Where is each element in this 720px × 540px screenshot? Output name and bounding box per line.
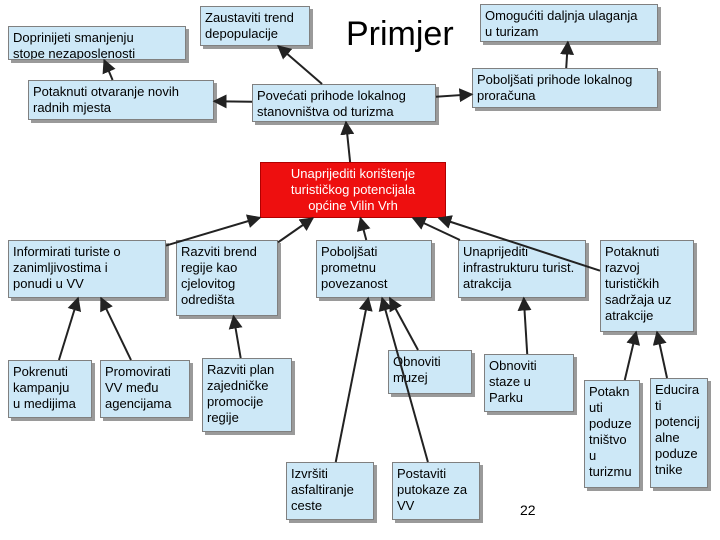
arrow-n20-to-n10 <box>334 296 373 463</box>
node-poboljsati-prihode-proracuna: Poboljšati prihode lokalnog proračuna <box>472 68 658 108</box>
node-zaustaviti-depopulaciju: Zaustaviti trend depopulacije <box>200 6 310 46</box>
node-potaknuti-radna-mjesta: Potaknuti otvaranje novih radnih mjesta <box>28 80 214 120</box>
arrow-n13-to-n8 <box>57 296 82 361</box>
arrow-n11-to-n7 <box>411 216 461 241</box>
arrow-n6-to-n3 <box>560 40 575 69</box>
arrow-n9-to-n7 <box>277 217 315 244</box>
arrow-n15-to-n9 <box>228 314 243 359</box>
node-educirati-poduzetnike: Educira ti potencij alne poduze tnike <box>650 378 708 488</box>
node-poboljsati-prometnu-povezanost: Poboljšati prometnu povezanost <box>316 240 432 298</box>
node-izvrsiti-asfaltiranje: Izvršiti asfaltiranje ceste <box>286 462 374 520</box>
arrow-n4-to-n1 <box>102 58 116 81</box>
node-central-goal: Unaprijediti korištenje turističkog pote… <box>260 162 446 218</box>
node-informirati-turiste: Informirati turiste o zanimljivostima i … <box>8 240 166 298</box>
arrow-n7-to-n5 <box>340 120 355 163</box>
node-pokrenuti-kampanju: Pokrenuti kampanju u medijima <box>8 360 92 418</box>
node-doprinijeti-smanjenju-nezaposlenosti: Doprinijeti smanjenju stope nezaposlenos… <box>8 26 186 60</box>
arrow-n18-to-n12 <box>623 330 641 381</box>
slide-title: Primjer <box>346 15 454 53</box>
arrow-n5-to-n6 <box>435 88 474 103</box>
node-promovirati-vv: Promovirati VV među agencijama <box>100 360 190 418</box>
node-postaviti-putokaze: Postaviti putokaze za VV <box>392 462 480 520</box>
node-omoguciti-ulaganja: Omogućiti daljnja ulaganja u turizam <box>480 4 658 42</box>
node-potaknuti-razvoj-sadrzaja: Potaknuti razvoj turističkih sadržaja uz… <box>600 240 694 332</box>
node-razviti-plan-promocije: Razviti plan zajedničke promocije regije <box>202 358 292 432</box>
arrow-n10-to-n7 <box>356 216 371 241</box>
node-obnoviti-muzej: Obnoviti muzej <box>388 350 472 394</box>
node-potaknuti-poduzetnistvo: Potakn uti poduze tništvo u turizmu <box>584 380 640 488</box>
page-number: 22 <box>520 502 536 518</box>
node-povecati-prihode-stanovnistva: Povećati prihode lokalnog stanovništva o… <box>252 84 436 122</box>
arrow-n16-to-n10 <box>388 296 419 351</box>
arrow-n14-to-n8 <box>100 296 132 361</box>
arrow-n19-to-n12 <box>652 330 669 379</box>
arrow-n17-to-n11 <box>517 296 532 355</box>
node-unaprijediti-infrastrukturu: Unaprijediti infrastrukturu turist. atra… <box>458 240 586 298</box>
node-razviti-brend: Razviti brend regije kao cjelovitog odre… <box>176 240 278 316</box>
arrow-n5-to-n2 <box>277 45 323 85</box>
arrow-n5-to-n4 <box>212 94 253 109</box>
node-obnoviti-staze: Obnoviti staze u Parku <box>484 354 574 412</box>
